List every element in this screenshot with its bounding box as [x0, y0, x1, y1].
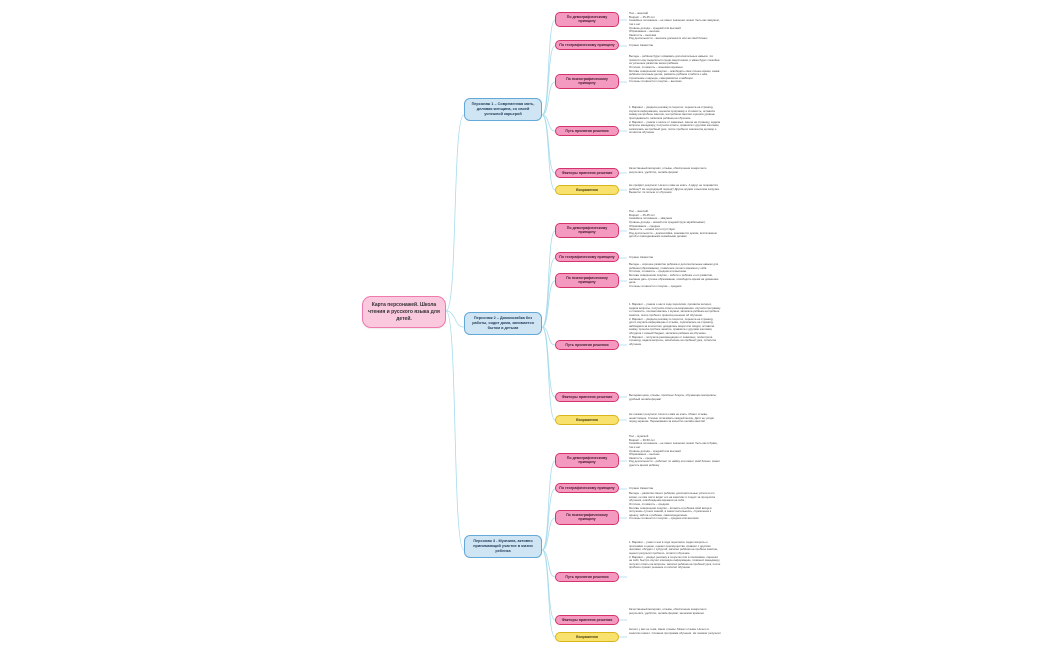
persona-2-objections-text[interactable]: Не покажет результат. Нечего к вам не ех…	[629, 412, 715, 424]
persona-3-node[interactable]: Персонаж 3 - Мужчина, активно принимающи…	[464, 535, 542, 558]
persona-3-demographic-text[interactable]: Пол – мужской Возраст – 30-50 лет Семейн…	[629, 434, 721, 467]
persona-2-node[interactable]: Персонаж 2 – Домохозяйка без работы, сид…	[464, 312, 542, 335]
persona-3-branch-decision-path[interactable]: Путь принятия решения	[555, 572, 619, 583]
persona-2-geographic-text[interactable]: Страна: Казахстан	[629, 255, 654, 259]
persona-2-decision-factors-text[interactable]: Выгодная цена, отзывы, приятные бонусы, …	[629, 393, 717, 401]
persona-1-branch-psychographic[interactable]: По психографическому принципу	[555, 74, 619, 89]
persona-3-objections-text[interactable]: Нечего у вас не тема. Наши отзывы. Может…	[629, 627, 721, 635]
persona-1-branch-decision-path[interactable]: Путь принятия решения	[555, 126, 619, 137]
persona-2-demographic-text[interactable]: Пол – женский Возраст – 25-45 лет Семейн…	[629, 209, 717, 239]
root-topic[interactable]: Карта персонажей. Школа чтения и русског…	[362, 296, 446, 329]
persona-3-psychographic-text[interactable]: Выгоды – развитие своего ребёнка, дополн…	[629, 491, 716, 521]
persona-1-psychographic-text[interactable]: Выгоды – ребёнок будет осваивать дополни…	[629, 54, 720, 84]
persona-2-branch-psychographic[interactable]: По психографическому принципу	[555, 273, 619, 288]
persona-1-branch-demographic[interactable]: По демографическому принципу	[555, 12, 619, 27]
persona-2-branch-decision-factors[interactable]: Факторы принятия решения	[555, 392, 619, 403]
persona-1-branch-geographic[interactable]: По географическому принципу	[555, 40, 619, 51]
persona-1-decision-path-text[interactable]: 1. Вариант – увидела рекламу в соцсетях,…	[629, 105, 721, 135]
persona-1-decision-factors-text[interactable]: Качественный материал, отзывы, обеспечен…	[629, 166, 707, 174]
persona-3-branch-geographic[interactable]: По географическому принципу	[555, 483, 619, 494]
persona-2-branch-decision-path[interactable]: Путь принятия решения	[555, 340, 619, 351]
persona-2-branch-objections[interactable]: Возражения	[555, 415, 619, 426]
persona-1-demographic-text[interactable]: Пол – женский Возраст – 25-45 лет Семейн…	[629, 11, 720, 41]
persona-2-decision-path-text[interactable]: 1. Вариант – узнала о нас в ходе перепис…	[629, 302, 721, 346]
persona-1-objections-text[interactable]: Не пройдёт результат. Нечего к вам не ех…	[629, 183, 720, 195]
persona-3-branch-objections[interactable]: Возражения	[555, 632, 619, 643]
persona-1-branch-decision-factors[interactable]: Факторы принятия решения	[555, 168, 619, 179]
persona-2-psychographic-text[interactable]: Выгоды – хорошее развитие ребёнка и допо…	[629, 262, 719, 288]
persona-3-decision-path-text[interactable]: 1. Вариант – узнал о нас в ходе переписк…	[629, 540, 721, 570]
persona-3-branch-psychographic[interactable]: По психографическому принципу	[555, 510, 619, 525]
persona-1-branch-objections[interactable]: Возражения	[555, 185, 619, 196]
persona-3-decision-factors-text[interactable]: Качественный материал, отзывы, обеспечен…	[629, 607, 707, 615]
persona-2-branch-demographic[interactable]: По демографическому принципу	[555, 223, 619, 238]
persona-1-node[interactable]: Персонаж 1 – Современная мать, деловая ж…	[464, 98, 542, 121]
persona-1-geographic-text[interactable]: Страна: Казахстан	[629, 43, 654, 47]
persona-2-branch-geographic[interactable]: По географическому принципу	[555, 252, 619, 263]
persona-3-geographic-text[interactable]: Страна: Казахстан	[629, 486, 654, 490]
persona-3-branch-demographic[interactable]: По демографическому принципу	[555, 453, 619, 468]
persona-3-branch-decision-factors[interactable]: Факторы принятия решения	[555, 615, 619, 626]
